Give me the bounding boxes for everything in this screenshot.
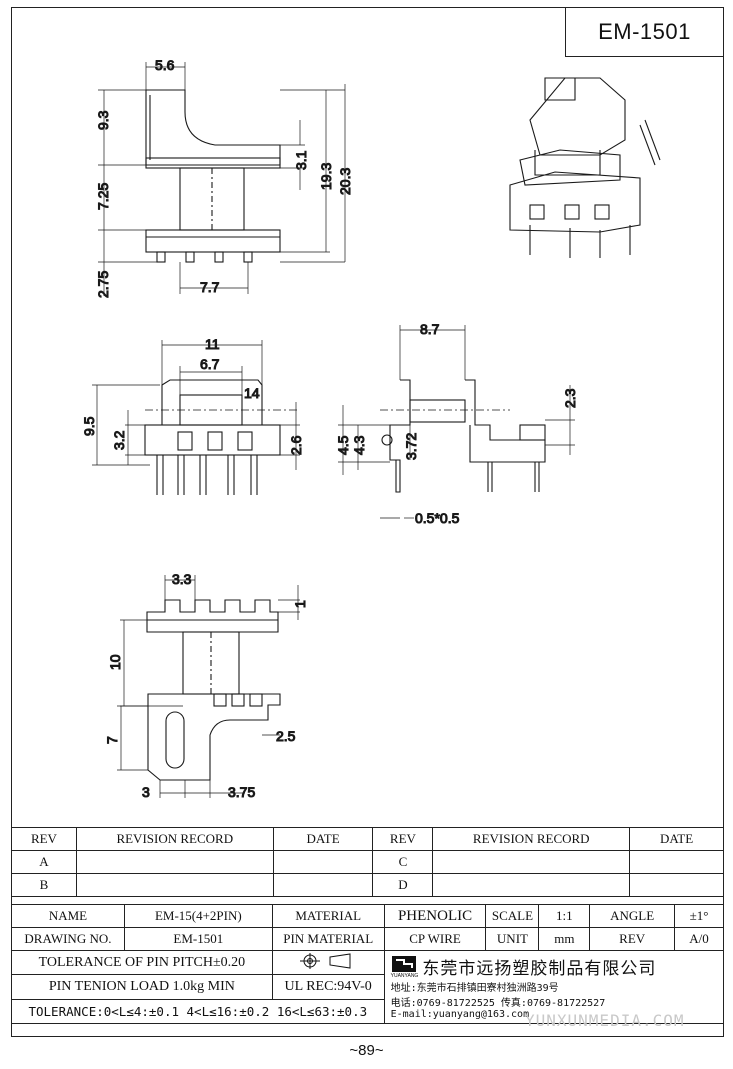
rev-header: REV [11,827,77,851]
side-view-b: 8.7 2.3 4.5 4.3 3.72 0.5*0.5 [334,320,578,526]
dim-top-width: 5.6 [155,57,175,73]
rev-label: REV [589,927,676,951]
company-logo-icon [392,955,417,972]
tolerance-pin-pitch: TOLERANCE OF PIN PITCH±0.20 [11,949,273,976]
drawing-sheet-border [11,7,724,1037]
dim-h2: 7.25 [95,183,111,210]
pin-material-value: CP WIRE [383,927,487,951]
watermark: YUNXUNMEDIA.COM [525,1011,685,1030]
page-number: ~89~ [349,1042,384,1059]
date-cell [272,850,374,874]
isometric-view [509,77,661,258]
revision-row: A C [11,850,724,874]
technical-drawing: 5.6 9.3 7.25 2.75 3.1 19.3 20.3 7.7 [80,56,661,801]
pin-material-label: PIN MATERIAL [271,927,385,951]
material-value: PHENOLIC [383,904,487,928]
rev-header: REV [372,827,434,851]
angle-label: ANGLE [589,904,676,928]
scale-label: SCALE [485,904,540,928]
drawing-no-value: EM-1501 [123,927,273,951]
dim-h1: 9.3 [95,110,111,130]
projection-symbol-icon [300,952,351,969]
general-tolerance: TOLERANCE:0<L≤4:±0.1 4<L≤16:±0.2 16<L≤63… [11,998,385,1025]
side-view-a: 14 11 6.7 9.5 3.2 2.6 [80,335,305,495]
dim-h372: 3.72 [403,433,419,460]
revision-header-row: REV REVISION RECORD DATE REV REVISION RE… [11,827,724,851]
dim-gap: 3.1 [293,150,309,170]
dim-w33: 3.3 [172,571,192,587]
title-block: NAME EM-15(4+2PIN) MATERIAL PHENOLIC SCA… [11,904,725,1025]
dim-h23: 2.3 [562,388,578,408]
projection-symbol [271,949,385,976]
dim-w375: 3.75 [228,784,255,800]
dim-pin-span: 7.7 [200,279,220,295]
angle-value: ±1° [674,904,724,928]
date-cell [629,873,724,897]
date-cell [629,850,724,874]
logo-text: YUANYANG [390,972,419,979]
dim-w67: 6.7 [200,356,220,372]
dim-h7: 7 [104,736,120,744]
dim-h1b: 1 [292,600,308,608]
pin-mark-14: 14 [244,385,260,401]
rev-cell: C [372,850,434,874]
dim-h95: 9.5 [81,416,97,436]
dim-h26: 2.6 [288,435,304,455]
dim-total1: 19.3 [318,163,334,190]
revision-table: REV REVISION RECORD DATE REV REVISION RE… [11,827,724,897]
company-logo: YUANYANG [390,955,419,979]
revision-record-header: REVISION RECORD [432,827,631,851]
bottom-view: 3.3 1 10 7 2.5 3 3.75 [103,570,308,800]
dim-total2: 20.3 [337,168,353,195]
dim-w3: 3 [142,784,150,800]
rev-cell: B [11,873,77,897]
unit-label: UNIT [485,927,540,951]
drawing-no-label: DRAWING NO. [11,927,125,951]
scale-value: 1:1 [538,904,591,928]
unit-value: mm [538,927,591,951]
rev-value: A/0 [674,927,724,951]
company-address: 地址:东莞市石排镇田寮村独洲路39号 [390,983,559,994]
company-phone: 电话:0769-81722525 传真:0769-81722527 [390,998,606,1009]
company-name: 东莞市远扬塑胶制品有限公司 [422,959,657,979]
record-cell [75,873,274,897]
dim-w11: 11 [205,336,220,352]
company-block: YUANYANG 东莞市远扬塑胶制品有限公司 地址:东莞市石排镇田寮村独洲路39… [383,950,725,1024]
dim-h3: 2.75 [95,271,111,298]
record-cell [75,850,274,874]
company-email: E-mail:yuanyang@163.com [390,1009,530,1020]
dim-h32: 3.2 [111,430,127,450]
material-label: MATERIAL [271,904,385,928]
dim-pin-section: 0.5*0.5 [415,510,460,526]
ul-rating: UL REC:94V-0 [271,974,385,1000]
revision-row: B D [11,873,724,897]
name-label: NAME [11,904,125,928]
revision-record-header: REVISION RECORD [75,827,274,851]
rev-cell: D [372,873,434,897]
dim-h43: 4.3 [351,435,367,455]
drawing-title: EM-1501 [565,7,724,57]
dim-h10: 10 [107,654,123,670]
name-value: EM-15(4+2PIN) [123,904,273,928]
front-view: 5.6 9.3 7.25 2.75 3.1 19.3 20.3 7.7 [94,56,353,298]
dim-w87: 8.7 [420,321,440,337]
record-cell [432,850,631,874]
record-cell [432,873,631,897]
dim-w25: 2.5 [276,728,296,744]
date-header: DATE [272,827,374,851]
pin-tension-load: PIN TENION LOAD 1.0kg MIN [11,974,273,1000]
date-cell [272,873,374,897]
rev-cell: A [11,850,77,874]
date-header: DATE [629,827,724,851]
dim-h45: 4.5 [335,435,351,455]
